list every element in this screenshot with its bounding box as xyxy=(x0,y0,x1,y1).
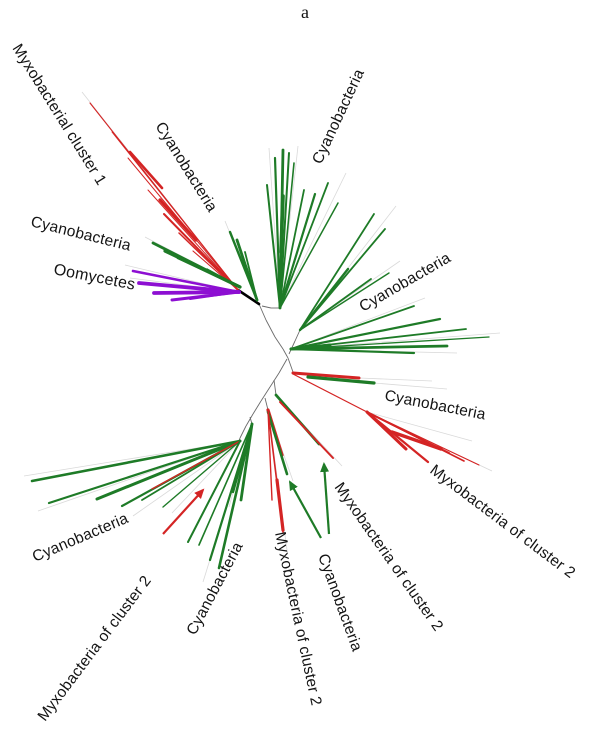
branch-myxobacteria xyxy=(275,478,285,532)
label-cyanobacteria-left: Cyanobacteria xyxy=(29,213,133,254)
branch-cyanobacteria xyxy=(217,422,254,570)
branch-cyanobacteria xyxy=(299,278,372,331)
tree-skeleton-edge xyxy=(260,386,271,402)
tree-skeleton-edge xyxy=(274,336,284,350)
branch-cyanobacteria xyxy=(279,152,290,309)
branch-myxobacteria xyxy=(366,411,480,466)
branch-shadow xyxy=(373,382,448,390)
branch-cyanobacteria xyxy=(266,410,289,476)
annotation-arrow-green xyxy=(289,480,322,539)
branch-cyanobacteria xyxy=(290,305,415,350)
branch-myxobacteria xyxy=(292,373,368,413)
branch-myxobacteria xyxy=(158,198,198,242)
branch-oomycetes xyxy=(189,291,240,300)
branch-cyanobacteria xyxy=(141,440,241,501)
branch-cyanobacteria xyxy=(289,317,442,351)
branch-cyanobacteria xyxy=(162,440,241,508)
branch-myxobacteria xyxy=(128,150,164,190)
branch-cyanobacteria xyxy=(289,347,416,355)
tree-skeleton-edge xyxy=(273,379,277,396)
branch-shadow xyxy=(366,411,473,442)
branch-cyanobacteria xyxy=(289,344,449,351)
branch-myxobacteria xyxy=(365,410,408,451)
label-cyanobacteria-bottom-right: Cyanobacteria xyxy=(314,552,365,654)
branch-cyanobacteria xyxy=(306,375,376,385)
tree-skeleton-edge xyxy=(278,358,288,374)
label-cyanobacteria-top-right: Cyanobacteria xyxy=(309,66,368,166)
branch-oomycetes xyxy=(131,269,241,294)
annotation-arrow-red xyxy=(162,488,205,535)
branch-cyanobacteria xyxy=(299,213,375,331)
tree-skeleton-edge xyxy=(239,425,247,439)
branch-cyanobacteria xyxy=(95,439,242,501)
tree-skeleton-edge xyxy=(261,305,272,309)
branch-shadow xyxy=(132,440,241,517)
branch-myxobacteria xyxy=(291,371,361,380)
label-myxobacteria-cluster2-left: Myxobacteria of cluster 2 xyxy=(35,573,155,725)
branch-cyanobacteria xyxy=(198,423,253,546)
branch-cyanobacteria xyxy=(208,422,254,562)
branch-shadow xyxy=(358,377,433,382)
branch-cyanobacteria xyxy=(279,182,329,309)
tree-skeleton-edge xyxy=(269,372,280,388)
branch-myxobacteria xyxy=(390,430,443,451)
label-cyanobacteria-bottom-mid: Cyanobacteria xyxy=(184,539,247,638)
tree-skeleton-edge xyxy=(265,319,276,338)
label-myxobacteria-cluster2-right: Myxobacteria of cluster 2 xyxy=(427,462,579,582)
branch-cyanobacteria xyxy=(279,162,295,309)
branch-cyanobacteria xyxy=(279,189,305,309)
branch-shadow xyxy=(279,172,347,309)
branch-layer xyxy=(23,91,501,583)
branch-myxobacteria xyxy=(279,401,334,459)
tree-skeleton-edge xyxy=(282,348,289,359)
branch-shadow xyxy=(171,440,241,514)
branch-myxobacteria xyxy=(267,409,273,501)
panel-letter: a xyxy=(301,2,309,22)
annotation-arrow-green xyxy=(320,462,331,535)
branch-oomycetes xyxy=(152,290,241,295)
branch-cyanobacteria xyxy=(47,439,242,505)
branch-backbone xyxy=(236,288,261,306)
arrow-layer xyxy=(162,462,331,539)
branch-myxobacteria xyxy=(151,440,241,490)
branch-cyanobacteria xyxy=(299,272,390,331)
tree-skeleton-edge xyxy=(264,397,269,411)
branch-myxobacteria xyxy=(111,131,239,291)
branch-cyanobacteria xyxy=(278,192,317,310)
branch-cyanobacteria xyxy=(244,251,258,301)
label-oomycetes: Oomycetes xyxy=(52,261,136,293)
branch-cyanobacteria xyxy=(279,194,285,254)
branch-cyanobacteria xyxy=(30,439,242,483)
label-cyanobacteria-right: Cyanobacteria xyxy=(383,387,487,423)
tree-skeleton-edge xyxy=(287,357,294,373)
branch-cyanobacteria xyxy=(279,202,339,309)
label-myxobacterial-cluster-1: Myxobacterial cluster 1 xyxy=(9,41,110,188)
tree-skeleton-edge xyxy=(258,303,267,321)
tree-skeleton-edge xyxy=(294,329,301,342)
tree-skeleton-edge xyxy=(245,413,254,427)
branch-cyanobacteria xyxy=(187,440,241,543)
branch-cyanobacteria xyxy=(298,267,350,332)
branch-cyanobacteria xyxy=(206,268,241,288)
tree-skeleton-edge xyxy=(252,400,262,415)
branch-cyanobacteria xyxy=(266,184,281,309)
label-cyanobacteria-bottom-left: Cyanobacteria xyxy=(30,510,131,566)
branch-cyanobacteria xyxy=(289,343,332,351)
